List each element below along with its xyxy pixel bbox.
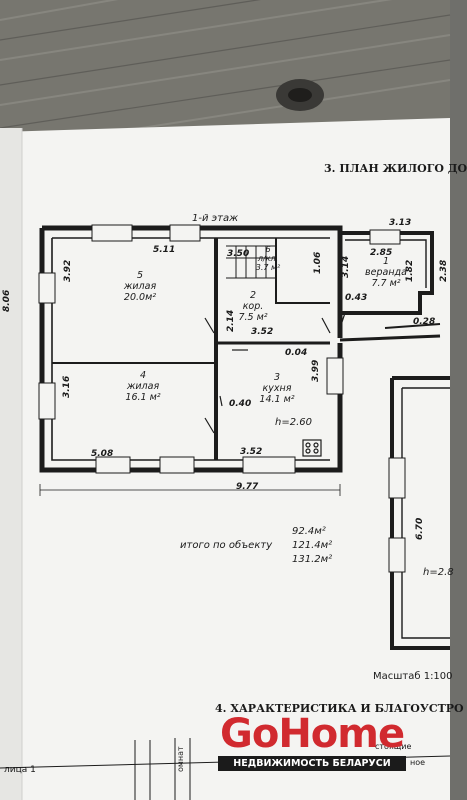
- dim-3-52-bottom: 3.52: [240, 447, 263, 457]
- totals-label: итого по объекту: [180, 540, 273, 551]
- totals-value-1: 92.4м²: [292, 526, 326, 537]
- dim-5-08: 5.08: [91, 449, 114, 459]
- floor-label: 1-й этаж: [192, 213, 239, 224]
- dim-2-85: 2.85: [370, 248, 393, 258]
- stairs: [226, 245, 276, 279]
- gohome-logo-text: GoHome: [220, 711, 405, 757]
- dim-0-04: 0.04: [285, 348, 308, 358]
- dim-3-14: 3.14: [341, 255, 351, 278]
- stove: [302, 439, 322, 457]
- room-6-num: 6: [265, 245, 271, 254]
- room-2-num: 2: [249, 290, 257, 301]
- room-6-area: 3.7 м²: [255, 263, 281, 272]
- scale-label: Масштаб 1:100: [373, 671, 453, 682]
- room-6: 6 л/кл. 3.7 м²: [250, 245, 286, 272]
- table-col-2: стоящие: [375, 742, 412, 751]
- room-3-area: 14.1 м²: [259, 394, 295, 405]
- logo-subtitle: НЕДВИЖИМОСТЬ БЕЛАРУСИ: [218, 756, 406, 771]
- dim-2-38: 2.38: [439, 259, 449, 282]
- room-2-name: кор.: [242, 301, 264, 312]
- room-1-name: веранда: [365, 267, 407, 278]
- windows: [38, 224, 406, 573]
- floor-plan-sheet: [0, 118, 451, 800]
- table-col-3: ное: [410, 758, 426, 767]
- dim-0-43: 0.43: [345, 293, 368, 303]
- room-4-num: 4: [139, 370, 147, 381]
- dim-0-40: 0.40: [229, 399, 252, 409]
- room-5: 5 жилая 20.0м²: [115, 270, 165, 303]
- dim-0-28: 0.28: [413, 317, 436, 327]
- dim-3-13: 3.13: [389, 218, 412, 228]
- dim-3-16: 3.16: [62, 375, 72, 398]
- room-4-name: жилая: [126, 381, 160, 392]
- room-4: 4 жилая 16.1 м²: [118, 370, 168, 403]
- dim-3-50: 3.50: [227, 249, 250, 259]
- doors: [204, 312, 346, 434]
- gohome-watermark: GoHome НЕДВИЖИМОСТЬ БЕЛАРУСИ: [218, 712, 408, 774]
- room-2: 2 кор. 7.5 м²: [228, 290, 278, 323]
- room-3-name: кухня: [262, 383, 292, 394]
- logo-home: Home: [278, 711, 405, 757]
- room-3: 3 кухня 14.1 м²: [252, 372, 302, 405]
- dim-3-92: 3.92: [63, 259, 73, 282]
- room-3-num: 3: [273, 372, 281, 383]
- dim-8-06: 8.06: [2, 289, 12, 312]
- room-5-num: 5: [136, 270, 144, 281]
- totals-value-3: 131.2м²: [292, 554, 333, 565]
- room-2-area: 7.5 м²: [238, 312, 268, 323]
- room-6-name: л/кл.: [257, 254, 279, 263]
- room-1: 1 веранда 7.7 м²: [358, 256, 414, 289]
- dim-3-99: 3.99: [311, 359, 321, 382]
- room-1-num: 1: [382, 256, 390, 267]
- room-5-area: 20.0м²: [123, 292, 157, 303]
- section-3-title: 3. ПЛАН ЖИЛОГО ДО: [324, 162, 467, 175]
- dim-1-06: 1.06: [313, 251, 323, 274]
- ceiling-height-right: h=2.8: [423, 567, 454, 578]
- room-1-area: 7.7 м²: [371, 278, 401, 289]
- section-4-title: 4. ХАРАКТЕРИСТИКА И БЛАГОУСТРО: [215, 702, 464, 715]
- logo-go: Go: [220, 711, 279, 757]
- dim-9-77: 9.77: [236, 482, 259, 492]
- totals-value-2: 121.4м²: [292, 540, 333, 551]
- room-4-area: 16.1 м²: [125, 392, 161, 403]
- room-5-name: жилая: [123, 281, 157, 292]
- table-col-rooms: омнат: [176, 746, 185, 772]
- dim-3-52-top: 3.52: [251, 327, 274, 337]
- ceiling-height: h=2.60: [275, 417, 312, 428]
- dim-5-11: 5.11: [153, 245, 176, 255]
- table-label-left: лица 1: [4, 765, 36, 775]
- dim-6-70: 6.70: [415, 517, 425, 540]
